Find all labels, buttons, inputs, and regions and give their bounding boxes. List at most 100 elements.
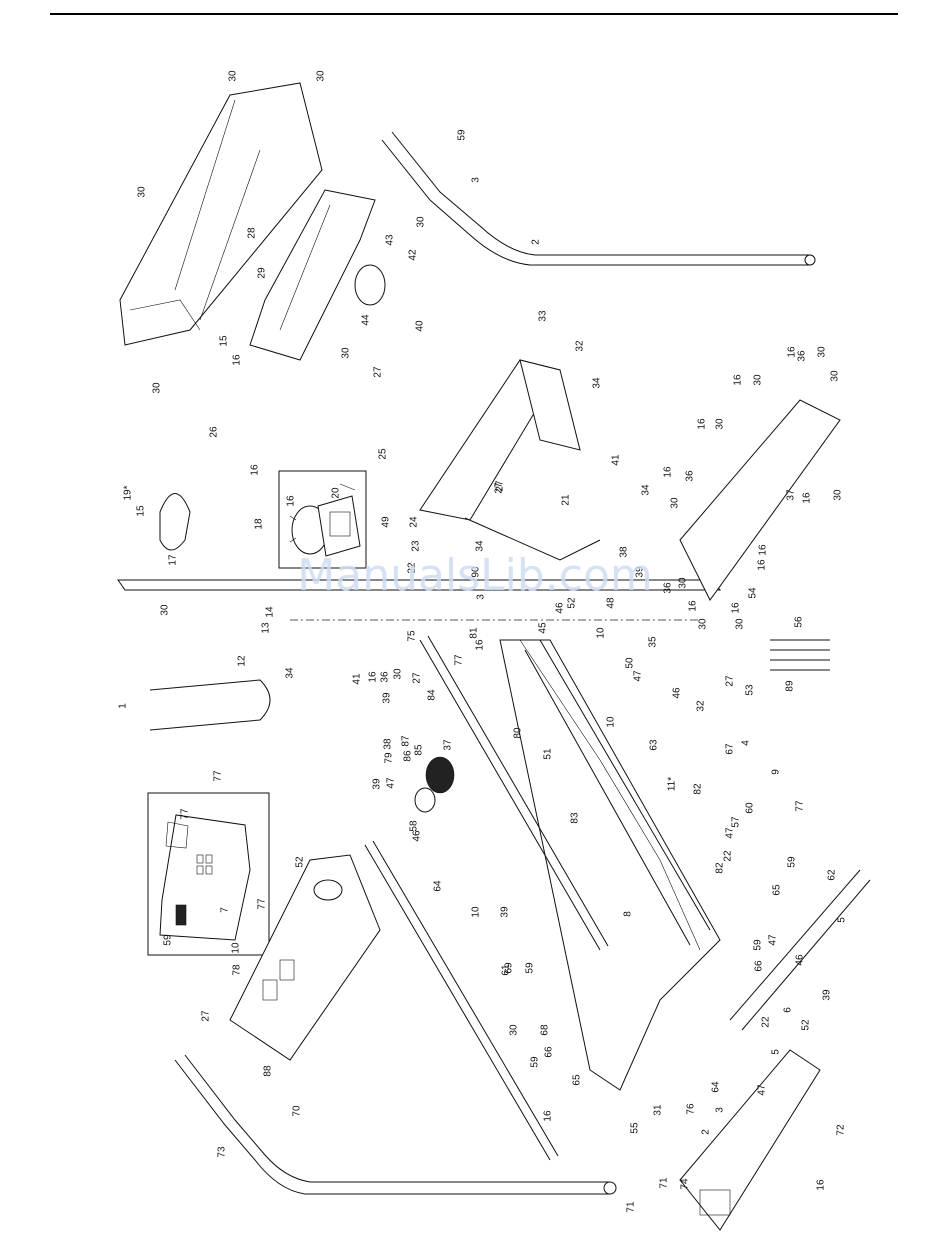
part-callout-12: 12 — [237, 655, 248, 667]
part-callout-72: 72 — [836, 1124, 847, 1136]
part-callout-45: 45 — [538, 622, 549, 634]
part-callout-39: 39 — [822, 989, 833, 1001]
upright-bottom — [174, 1054, 617, 1195]
part-callout-18: 18 — [254, 518, 265, 530]
part-callout-16: 16 — [787, 346, 798, 358]
part-callout-54: 54 — [748, 587, 759, 599]
part-callout-27: 27 — [495, 480, 506, 492]
part-callout-37: 37 — [443, 739, 454, 751]
part-callout-16: 16 — [688, 600, 699, 612]
part-callout-77: 77 — [213, 770, 224, 782]
upright-top — [381, 131, 816, 266]
part-callout-43: 43 — [385, 234, 396, 246]
part-callout-52: 52 — [295, 856, 306, 868]
part-callout-19: 19* — [123, 485, 134, 500]
part-callout-8: 8 — [623, 911, 634, 917]
part-callout-16: 16 — [663, 466, 674, 478]
part-callout-53: 53 — [745, 684, 756, 696]
part-callout-58: 58 — [409, 820, 420, 832]
part-callout-5: 5 — [771, 1049, 782, 1055]
part-callout-46: 46 — [412, 830, 423, 842]
part-callout-36: 36 — [663, 582, 674, 594]
part-callout-59: 59 — [753, 939, 764, 951]
part-callout-34: 34 — [285, 667, 296, 679]
part-callout-16: 16 — [475, 639, 486, 651]
part-callout-36: 36 — [797, 350, 808, 362]
part-callout-47: 47 — [386, 777, 397, 789]
inset-19-motor — [278, 470, 367, 569]
part-callout-16: 16 — [250, 464, 261, 476]
part-callout-22: 22 — [407, 562, 418, 574]
watermark: ManualsLib.com — [297, 550, 652, 601]
part-callout-21: 21 — [561, 494, 572, 506]
part-callout-16: 16 — [802, 492, 813, 504]
part-callout-41: 41 — [352, 673, 363, 685]
part-callout-84: 84 — [427, 689, 438, 701]
part-callout-38: 38 — [619, 546, 630, 558]
part-callout-38: 38 — [383, 738, 394, 750]
part-callout-30: 30 — [833, 489, 844, 501]
part-callout-15: 15 — [136, 505, 147, 517]
part-callout-42: 42 — [408, 249, 419, 261]
part-callout-59: 59 — [530, 1056, 541, 1068]
part-callout-17: 17 — [168, 554, 179, 566]
motor-belt — [159, 493, 191, 551]
part-callout-89: 89 — [785, 680, 796, 692]
part-callout-16: 16 — [697, 418, 708, 430]
part-callout-32: 32 — [575, 340, 586, 352]
part-callout-59: 59 — [525, 962, 536, 974]
part-callout-36: 36 — [685, 470, 696, 482]
part-callout-88: 88 — [263, 1065, 274, 1077]
part-callout-27: 27 — [373, 366, 384, 378]
part-callout-77: 77 — [180, 808, 191, 820]
part-callout-44: 44 — [361, 314, 372, 326]
part-callout-85: 85 — [414, 744, 425, 756]
part-callout-16: 16 — [368, 671, 379, 683]
part-callout-27: 27 — [412, 672, 423, 684]
part-callout-59: 59 — [787, 856, 798, 868]
part-callout-30: 30 — [830, 370, 841, 382]
part-callout-75: 75 — [407, 630, 418, 642]
part-callout-69: 69 — [504, 962, 515, 974]
part-callout-47: 47 — [757, 1084, 768, 1096]
part-callout-30: 30 — [735, 618, 746, 630]
part-callout-30: 30 — [152, 382, 163, 394]
part-callout-60: 60 — [745, 802, 756, 814]
part-callout-30: 30 — [416, 216, 427, 228]
part-callout-30: 30 — [341, 347, 352, 359]
part-callout-22: 22 — [761, 1016, 772, 1028]
part-callout-16: 16 — [543, 1110, 554, 1122]
inset-11-console — [147, 792, 270, 956]
part-callout-83: 83 — [570, 812, 581, 824]
part-callout-36: 36 — [380, 671, 391, 683]
part-callout-16: 16 — [731, 602, 742, 614]
part-callout-2: 2 — [531, 239, 542, 245]
rear-base — [679, 399, 841, 601]
part-callout-15: 15 — [219, 335, 230, 347]
part-callout-4: 4 — [741, 740, 752, 746]
handrail — [149, 679, 271, 731]
part-callout-30: 30 — [316, 70, 327, 82]
part-callout-81: 81 — [469, 627, 480, 639]
part-callout-77: 77 — [257, 898, 268, 910]
part-callout-87: 87 — [401, 735, 412, 747]
part-callout-74: 74 — [680, 1178, 691, 1190]
part-callout-30: 30 — [393, 668, 404, 680]
part-callout-48: 48 — [606, 597, 617, 609]
part-callout-30: 30 — [228, 70, 239, 82]
part-callout-55: 55 — [630, 1122, 641, 1134]
part-callout-11: 11* — [667, 777, 678, 791]
header-rule — [50, 13, 898, 15]
part-callout-16: 16 — [232, 354, 243, 366]
part-callout-30: 30 — [753, 374, 764, 386]
part-callout-46: 46 — [672, 687, 683, 699]
part-callout-63: 63 — [649, 739, 660, 751]
part-callout-77: 77 — [454, 654, 465, 666]
part-callout-41: 41 — [611, 454, 622, 466]
part-callout-30: 30 — [817, 346, 828, 358]
part-callout-76: 76 — [686, 1103, 697, 1115]
part-callout-68: 68 — [540, 1024, 551, 1036]
part-callout-82: 82 — [693, 783, 704, 795]
part-callout-27: 27 — [725, 675, 736, 687]
